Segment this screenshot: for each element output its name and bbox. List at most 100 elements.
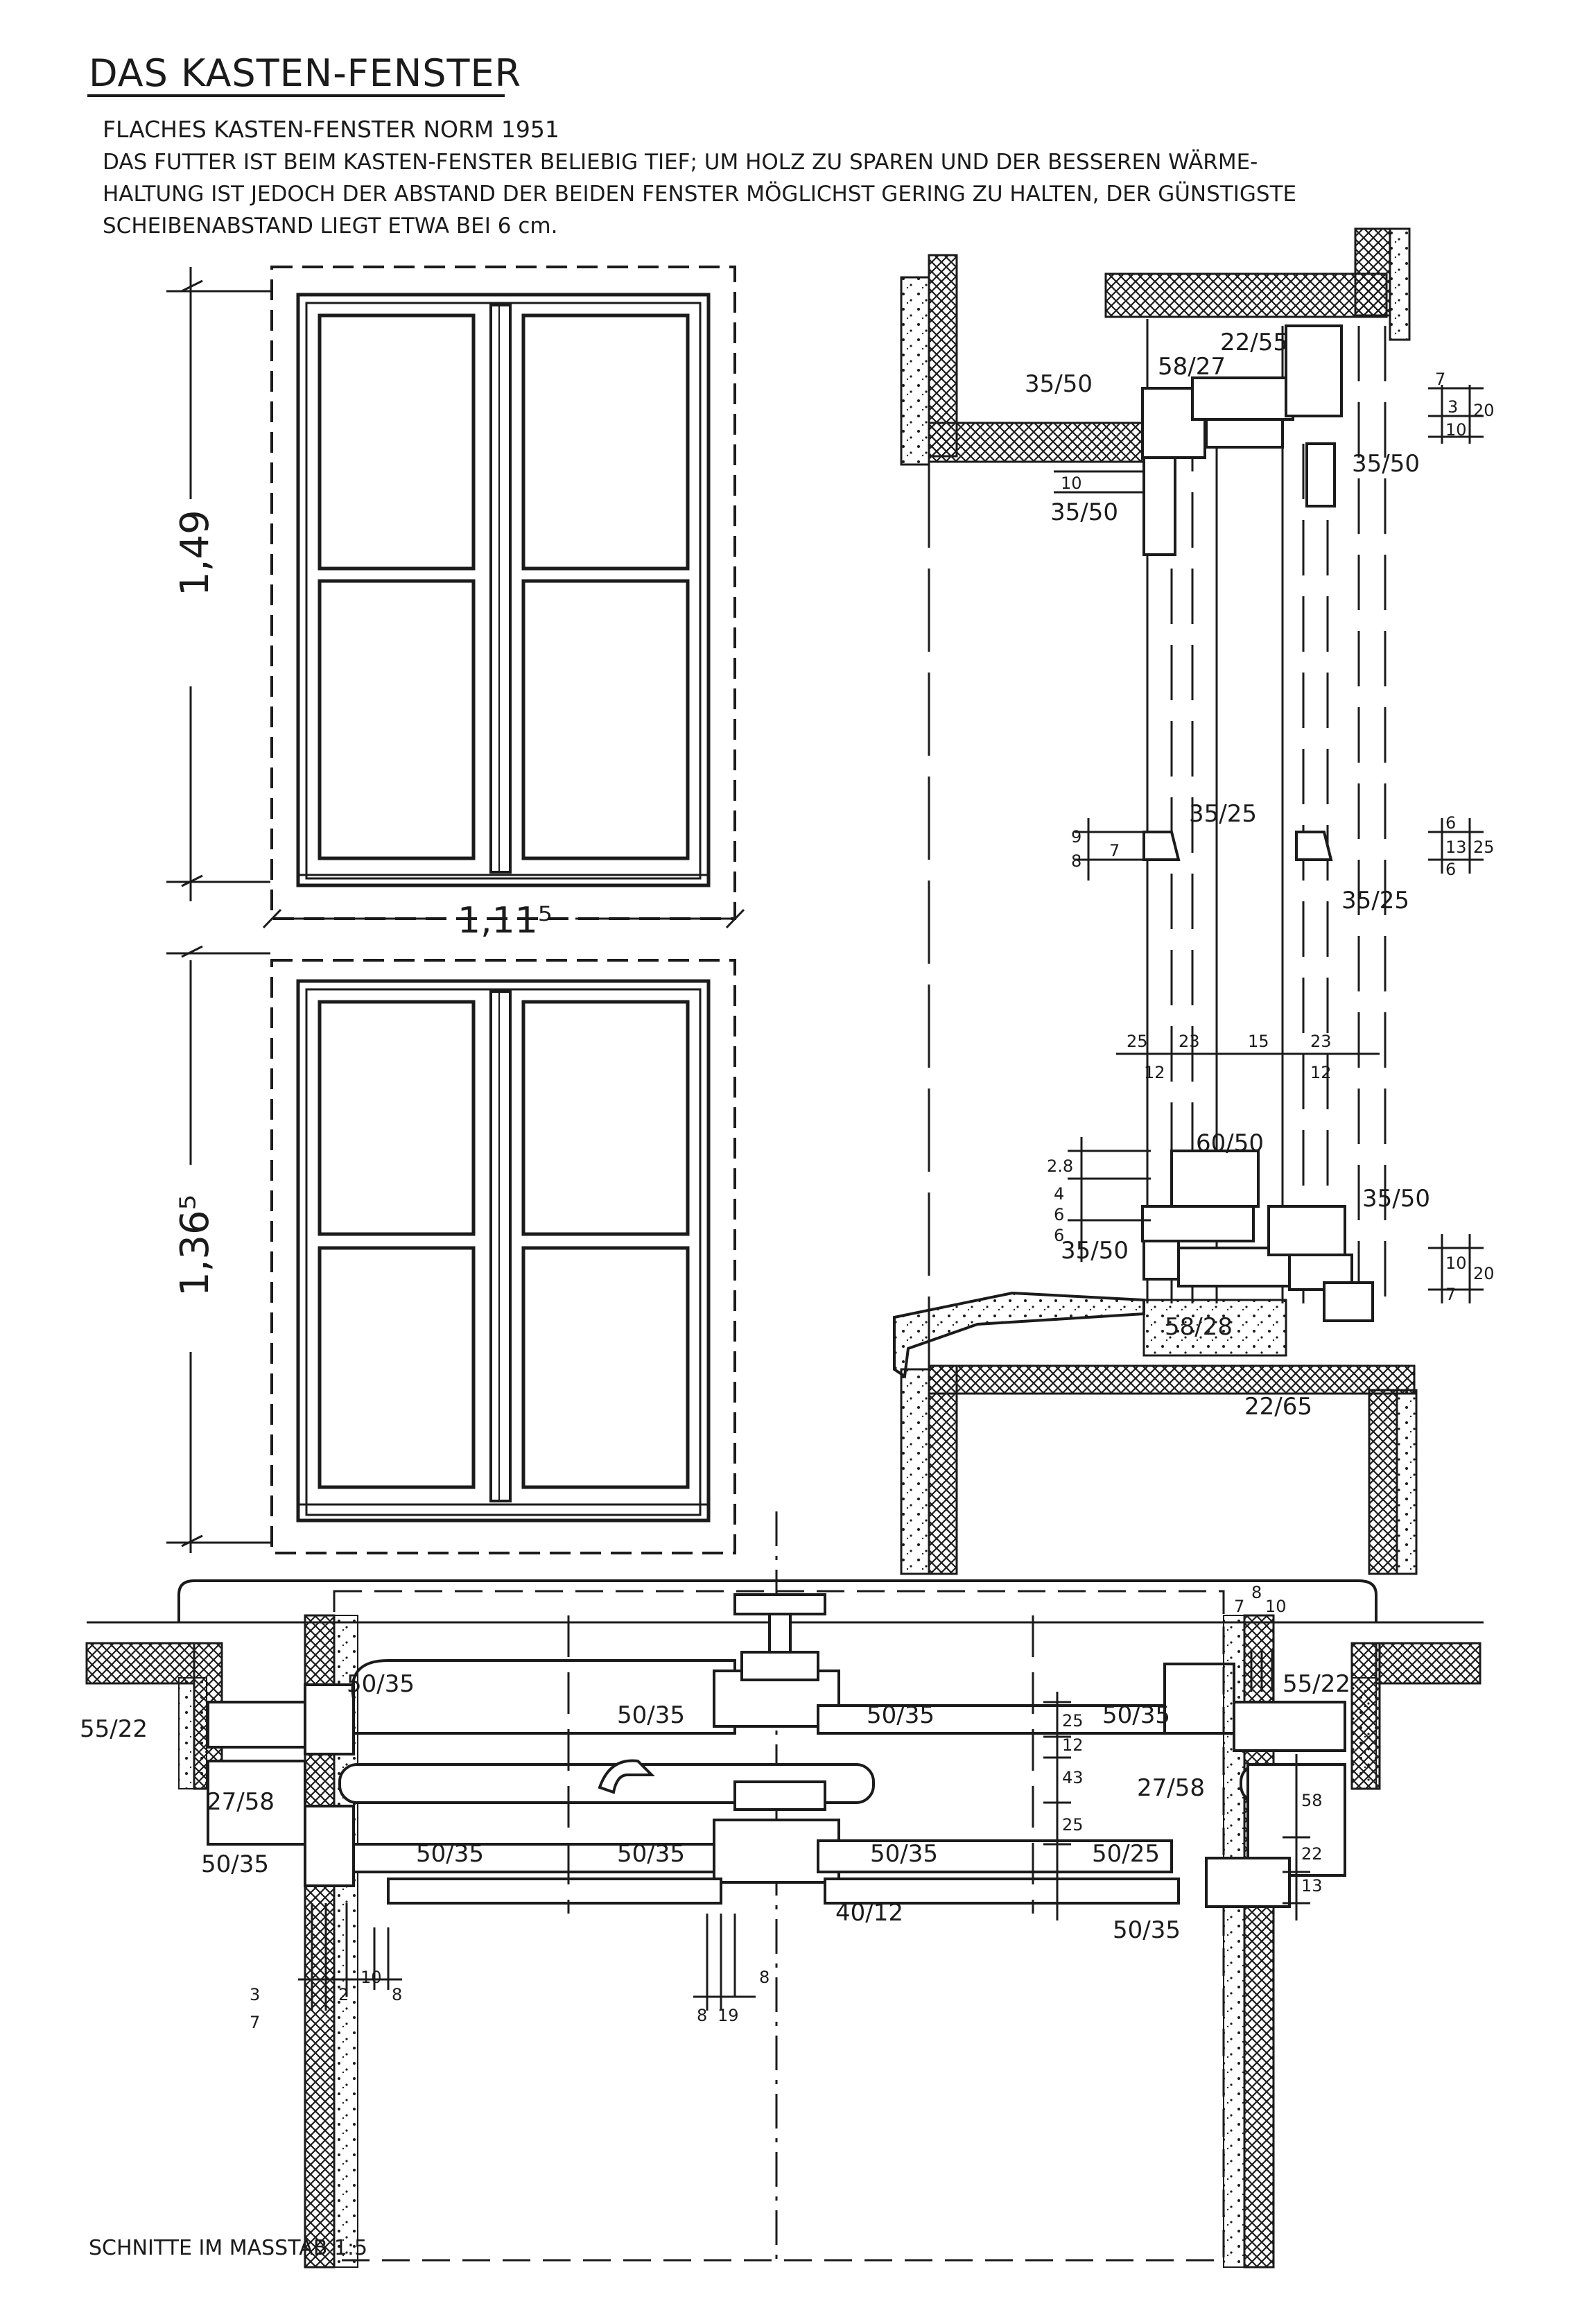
profile-label-35-25-b: 35/25	[1341, 887, 1409, 914]
hs-dim-bottom-8b: 8	[697, 2006, 707, 2025]
wall-plaster-top-left	[900, 276, 930, 466]
lower-opening-outline	[270, 959, 736, 1554]
profile-label-35-50-b: 35/50	[1050, 498, 1118, 526]
inner-box-outline	[333, 1590, 1225, 2262]
glazing-lines	[567, 1615, 1034, 1914]
outer-box-frame	[177, 1579, 1378, 1622]
dim-mid-left-7: 7	[1109, 841, 1120, 860]
hs-dim-13: 13	[1301, 1876, 1323, 1896]
dim-top-20: 20	[1473, 401, 1495, 420]
drawing-title: DAS KASTEN-FENSTER	[89, 51, 521, 95]
hs-label-40-12: 40/12	[835, 1899, 903, 1927]
hs-label-50-35-b: 50/35	[617, 1701, 685, 1729]
dim-rail-15: 15	[1248, 1032, 1269, 1051]
dim-rail-23b: 23	[1310, 1032, 1332, 1051]
width-label: 1,11⁵	[458, 900, 553, 942]
dim-bottom-left-2-8: 2.8	[1047, 1156, 1073, 1176]
hs-label-50-35-f: 50/35	[617, 1840, 685, 1868]
scale-note: SCHNITTE IM MASSTAB 1:5	[89, 2236, 367, 2260]
outer-sill-drip	[893, 1291, 1145, 1379]
drawing-subtitle: FLACHES KASTEN-FENSTER NORM 1951	[103, 116, 559, 143]
hs-label-50-35-d: 50/35	[1102, 1701, 1170, 1729]
upper-opening-outline	[270, 266, 736, 920]
lintel-hatch	[928, 422, 1145, 463]
dim-mid-right-13: 13	[1445, 838, 1467, 857]
dim-bottom-left-6a: 6	[1054, 1205, 1064, 1224]
hs-label-27-58-b: 27/58	[1137, 1774, 1205, 1802]
dim-top-10-left: 10	[1061, 474, 1082, 493]
dim-bottom-left-4: 4	[1054, 1184, 1064, 1204]
wall-plaster-bottom-right	[1396, 1389, 1418, 1575]
wall-plaster-right	[1351, 1677, 1377, 1789]
outer-sash-row	[207, 1659, 1346, 1755]
hs-dim-25a: 25	[1062, 1711, 1084, 1731]
dim-top-10: 10	[1445, 420, 1467, 440]
dim-mid-right-6a: 6	[1445, 813, 1456, 833]
dim-mid-right-25: 25	[1473, 838, 1495, 857]
profile-label-35-25-a: 35/25	[1189, 800, 1257, 828]
sill-hatch	[928, 1364, 1416, 1395]
dim-bottom-right-10: 10	[1445, 1254, 1467, 1273]
wall-plaster-top-right	[1389, 227, 1411, 341]
profile-label-58-27: 58/27	[1158, 353, 1226, 381]
dim-top-7: 7	[1435, 370, 1445, 389]
profile-label-22-65: 22/65	[1244, 1393, 1312, 1421]
hs-dim-bottom-8c: 8	[759, 1968, 770, 1987]
description-line-2: HALTUNG IST JEDOCH DER ABSTAND DER BEIDE…	[103, 181, 1296, 207]
dim-mid-left-9: 9	[1071, 827, 1081, 847]
hs-label-50-35-e: 50/35	[416, 1840, 484, 1868]
dim-top-3: 3	[1448, 397, 1458, 417]
dim-rail-23a: 23	[1179, 1032, 1200, 1051]
horizontal-section: 50/35 50/35 50/35 50/35 55/22 55/22 27/5…	[80, 1511, 1484, 2269]
dim-mid-left-8: 8	[1071, 851, 1081, 871]
profile-label-35-50-c: 35/50	[1352, 450, 1420, 478]
hs-dim-bottom-3: 3	[250, 1985, 260, 2004]
bottom-frame-profiles	[1141, 1150, 1374, 1322]
hs-dim-top-10: 10	[1265, 1597, 1287, 1616]
hs-label-50-35-g: 50/35	[870, 1840, 938, 1868]
profile-label-58-28: 58/28	[1165, 1313, 1233, 1341]
dim-rail-25: 25	[1127, 1032, 1148, 1051]
horizontal-section-dimension-lines	[298, 1650, 1310, 2011]
hs-dim-25b: 25	[1062, 1815, 1084, 1835]
hs-dim-top-7: 7	[1234, 1597, 1244, 1616]
vertical-section: 22/55 58/27 35/50 35/50 35/50 35/25 35/2…	[893, 227, 1495, 1575]
middle-rail-profiles	[1142, 831, 1333, 861]
profile-label-35-50-d: 35/50	[1362, 1185, 1430, 1213]
wall-hatch-bottom-left	[928, 1364, 958, 1575]
height-upper-label: 1,49	[173, 510, 218, 596]
sill-stone	[1142, 1299, 1287, 1357]
hs-dim-bottom-8a: 8	[392, 1985, 402, 2004]
description-line-1: DAS FUTTER IST BEIM KASTEN-FENSTER BELIE…	[103, 150, 1258, 175]
window-elevation: 1,49 1,11⁵ 1,36⁵	[166, 266, 745, 1554]
hs-dim-top-8: 8	[1251, 1583, 1262, 1602]
upper-window	[296, 293, 711, 887]
hs-label-55-22-b: 55/22	[1283, 1670, 1350, 1698]
hs-dim-bottom-2: 2	[338, 1985, 349, 2004]
hs-label-50-35-a: 50/35	[347, 1670, 415, 1698]
hs-label-27-58-a: 27/58	[207, 1788, 275, 1816]
lower-window	[296, 979, 711, 1523]
wall-hatch-top-right	[1104, 272, 1388, 318]
dim-rail-12a: 12	[1144, 1063, 1165, 1082]
dim-bottom-right-20: 20	[1473, 1264, 1495, 1283]
hs-dim-22: 22	[1301, 1844, 1323, 1864]
hs-label-50-35-h: 50/35	[1113, 1916, 1181, 1944]
dim-mid-right-6b: 6	[1445, 860, 1456, 879]
hs-dim-bottom-19: 19	[718, 2006, 739, 2025]
top-frame-profiles	[1141, 324, 1343, 556]
hs-dim-58: 58	[1301, 1791, 1323, 1810]
wall-plaster-left	[178, 1677, 207, 1789]
hs-dim-43: 43	[1062, 1768, 1084, 1787]
profile-label-60-50: 60/50	[1196, 1129, 1264, 1157]
wall-hatch-left	[85, 1642, 195, 1685]
wall-plaster-bottom-left	[900, 1368, 930, 1575]
hs-label-50-35-c: 50/35	[867, 1701, 935, 1729]
header: DAS KASTEN-FENSTER FLACHES KASTEN-FENSTE…	[87, 51, 1296, 239]
wall-hatch-right	[1375, 1642, 1481, 1685]
elevation-dimension-lines	[166, 267, 745, 1553]
profile-label-35-50-a: 35/50	[1025, 370, 1093, 398]
hs-label-50-35-i: 50/35	[201, 1850, 269, 1878]
vertical-section-dimension-lines	[1054, 385, 1484, 1303]
